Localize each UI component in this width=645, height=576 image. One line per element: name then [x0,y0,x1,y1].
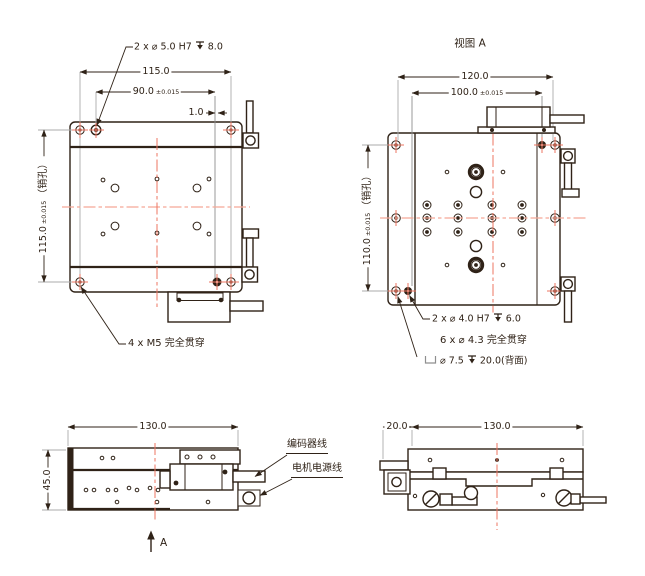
pin-callout-depth: 8.0 [207,41,223,53]
side-view-height-dim: 45.0 [42,467,54,493]
view-a-width-dim: 120.0 [459,71,491,83]
view-a-thru-hole-callout: 6 x ⌀ 4.3 完全贯穿 [440,334,527,347]
top-view-right-clamps [241,100,260,283]
end-view [379,424,607,530]
end-view-extension-lines [382,430,584,459]
dim-value: 45.0 [42,469,54,491]
cbore-depth-text: 20.0(背面) [479,355,528,367]
view-a-centerlines [380,112,588,325]
motor-power-cable-label: 电机电源线 [291,463,343,478]
view-a-height-dim: 110.0 ±0.015 （销孔） [361,168,374,268]
section-label-text: A [160,537,168,549]
view-a-cable-stub [549,114,585,124]
view-a-body-outline [387,132,561,306]
side-view-length-dim: 130.0 [137,421,169,433]
side-view-power-connector [237,489,261,507]
end-view-rail-profile [408,478,583,487]
dim-value: 120.0 [461,71,489,83]
encoder-cable-label: 编码器线 [286,439,328,454]
side-view-encoder-cable [232,470,266,483]
top-view-extension-lines [38,72,232,283]
depth-icon [195,41,205,54]
view-a-pin-spacing-dim: 100.0 ±0.015 [448,87,506,99]
view-title-text: 视图 A [454,37,486,50]
end-view-screws [422,485,607,508]
mount-callout-text: 4 x M5 完全贯穿 [128,337,205,349]
dim-value: 110.0 [361,238,373,266]
top-view [38,46,264,345]
top-view-pin-spacing-dim: 90.0 ±0.015 [130,86,182,98]
dim-value: 100.0 [450,87,478,99]
end-view-left-connector [379,460,411,495]
top-view-motor-block [167,291,264,323]
dim-value: 115.0 [37,226,49,254]
pin-callout-depth: 6.0 [505,313,521,325]
view-a-pin-hole-callout: 2 x ⌀ 4.0 H7 6.0 [432,312,521,326]
dim-tolerance: ±0.015 [40,200,48,225]
counterbore-icon [424,355,437,367]
depth-icon [467,355,477,368]
dim-value: 130.0 [483,421,511,433]
top-view-mount-hole-callout: 4 x M5 完全贯穿 [128,337,205,350]
side-view-motor-assembly [159,449,266,507]
view-a-counterbore-callout: ⌀ 7.5 20.0(背面) [424,354,528,368]
dim-tolerance: ±0.015 [479,90,504,98]
end-view-length-dim: 130.0 [481,421,513,433]
view-a-leader-lines [397,295,430,358]
dim-note: （销孔） [37,158,49,199]
dim-value: 90.0 [132,86,154,98]
top-view-height-dim: 115.0 ±0.015 （销孔） [37,156,50,256]
dim-tolerance: ±0.015 [364,212,372,237]
pin-callout-text: 2 x ⌀ 5.0 H7 [134,41,192,53]
encoder-cable-text: 编码器线 [287,439,327,450]
dim-value: 130.0 [139,421,167,433]
dim-tolerance: ±0.015 [155,89,180,97]
top-view-offset-dim: 1.0 [186,107,206,119]
side-view [42,424,293,552]
top-view-pin-hole-callout: 2 x ⌀ 5.0 H7 8.0 [134,40,223,54]
top-view-platform-holes [100,176,212,237]
top-view-leader-lines [80,46,133,345]
view-a-right-clamps [560,148,580,323]
section-view-arrow [147,530,155,552]
view-a-title: 视图 A [454,38,486,49]
pin-callout-text: 2 x ⌀ 4.0 H7 [432,313,490,325]
view-a-center-holes [444,163,506,274]
top-view-width-dim: 115.0 [140,66,172,78]
dim-value: 1.0 [188,107,204,119]
dim-value: 115.0 [142,66,170,78]
side-view-leader-lines [254,454,293,496]
thru-callout-text: 6 x ⌀ 4.3 完全贯穿 [440,334,527,346]
top-view-cable-stub [229,300,264,312]
top-view-centerlines [62,138,250,308]
dim-value: 20.0 [386,421,408,433]
top-view-hole-centermarks [72,122,239,290]
motor-power-cable-text: 电机电源线 [292,463,342,474]
cbore-diameter-text: ⌀ 7.5 [440,355,464,367]
depth-icon [493,313,503,326]
end-view-base-width-dim: 20.0 [384,421,410,433]
side-view-holes [83,455,211,505]
section-arrow-label: A [160,537,168,549]
view-a-motor-housing [477,106,585,134]
dim-note: （销孔） [361,170,373,211]
